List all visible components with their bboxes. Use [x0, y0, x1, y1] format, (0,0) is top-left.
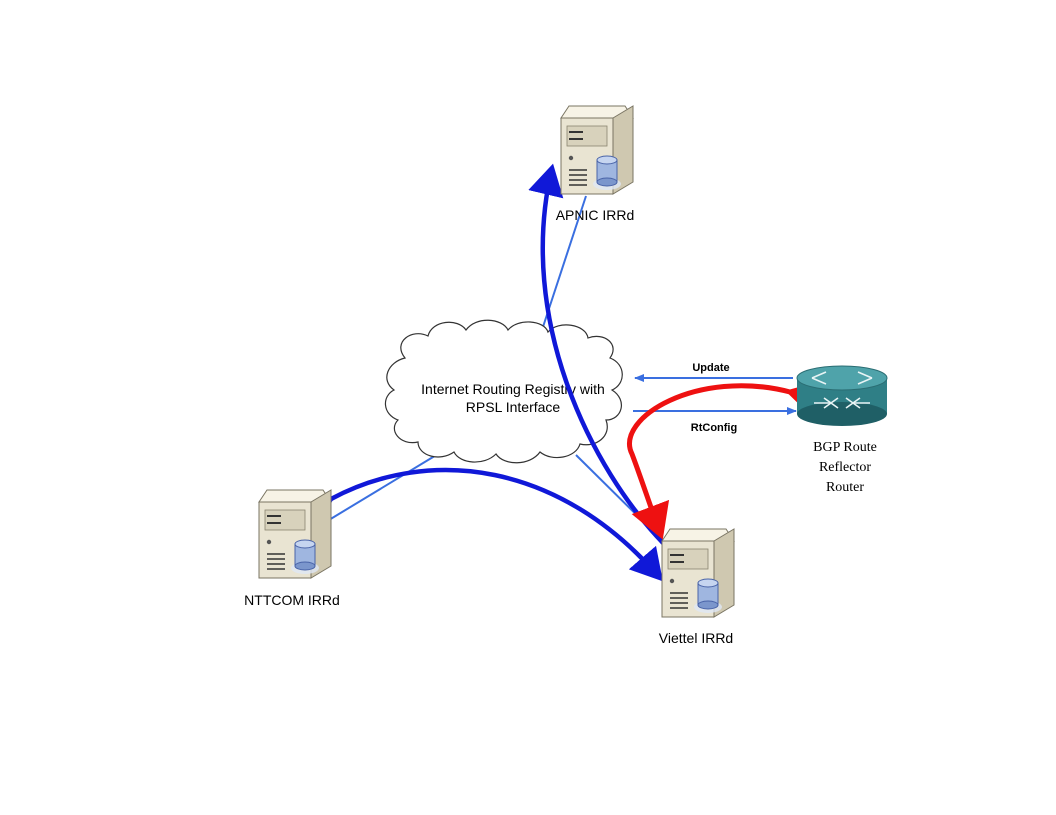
server-icon — [560, 105, 634, 195]
router-label-line1: BGP Route — [813, 440, 877, 455]
nttcom-viettel-double-arrow — [298, 467, 663, 582]
cloud-label-line2: RPSL Interface — [466, 399, 561, 415]
apnic-label: APNIC IRRd — [556, 207, 635, 223]
cloud-label-line1: Internet Routing Registry with — [421, 381, 605, 397]
rtconfig-label: RtConfig — [691, 422, 737, 434]
irr-cloud: Internet Routing Registry with RPSL Inte… — [384, 319, 623, 464]
router-label-line3: Router — [826, 480, 864, 495]
viettel-server: Viettel IRRd — [659, 528, 735, 646]
link-cloud-nttcom — [323, 453, 439, 524]
router-viettel-red-arrow — [627, 380, 825, 540]
bgp-router: BGP Route Reflector Router — [796, 365, 888, 495]
viettel-label: Viettel IRRd — [659, 630, 733, 646]
server-icon — [258, 489, 332, 579]
router-label-line2: Reflector — [819, 460, 871, 475]
nttcom-server: NTTCOM IRRd — [244, 489, 340, 608]
nttcom-label: NTTCOM IRRd — [244, 592, 340, 608]
server-icon — [661, 528, 735, 618]
router-icon — [796, 365, 888, 426]
update-label: Update — [692, 362, 729, 374]
apnic-server: APNIC IRRd — [556, 105, 635, 223]
